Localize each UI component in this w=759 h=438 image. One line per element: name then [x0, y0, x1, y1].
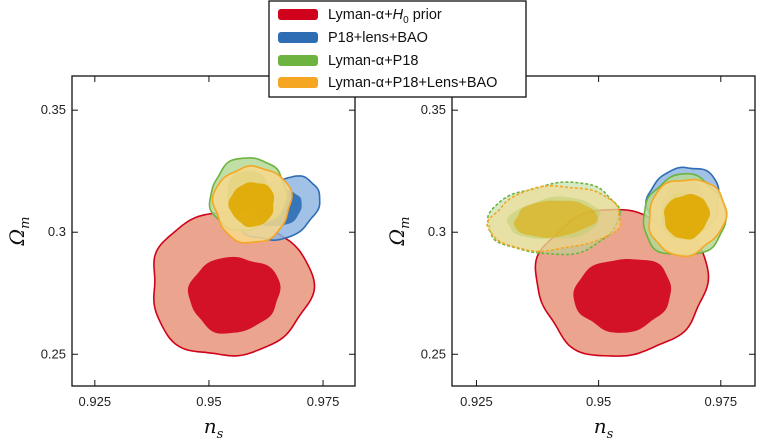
- legend-label-lya-p18: Lyman-α+P18: [328, 53, 418, 69]
- legend: Lyman-α+H0 prior P18+lens+BAO Lyman-α+P1…: [268, 0, 527, 98]
- x-tick-label: 0.925: [79, 394, 112, 409]
- y-axis-label: Ωm: [385, 217, 413, 247]
- contour-lya_p18_lens_bao-68: [664, 193, 711, 240]
- contour-series-lya_p18_lens_bao: [648, 178, 728, 258]
- legend-label-lya-h0: Lyman-α+H0 prior: [328, 7, 442, 26]
- legend-label-lya-p18-lens-bao: Lyman-α+P18+Lens+BAO: [328, 75, 497, 91]
- y-tick-label: 0.3: [48, 224, 66, 239]
- contour-lya_p18_lens_bao-68: [513, 200, 598, 239]
- contour-series-lya_p18_lens_bao: [211, 165, 293, 244]
- x-tick-label: 0.975: [307, 394, 340, 409]
- contour-series-lya_p18_lens_bao: [486, 184, 622, 253]
- y-tick-label: 0.35: [421, 102, 446, 117]
- contour-lya_h0-68: [187, 256, 281, 334]
- x-axis-label: ns: [204, 414, 224, 438]
- y-tick-label: 0.25: [421, 346, 446, 361]
- legend-swatch-lya-p18: [278, 55, 318, 66]
- contour-lya_h0-68: [573, 259, 672, 333]
- left-contours: [152, 157, 321, 357]
- right-panel: 0.925 0.95 0.975 0.25 0.3 0.35 ns Ωm: [385, 75, 756, 438]
- contour-series-lya_h0: [152, 210, 316, 357]
- left-panel: 0.925 0.95 0.975 0.25 0.3 0.35 ns Ωm: [5, 75, 356, 438]
- contour-lya_p18_lens_bao-68: [228, 182, 275, 228]
- legend-swatch-lya-p18-lens-bao: [278, 77, 318, 88]
- legend-swatch-lya-h0: [278, 9, 318, 20]
- right-axes-frame: [451, 75, 756, 387]
- legend-label-p18-lens-bao: P18+lens+BAO: [328, 30, 428, 46]
- legend-swatch-p18-lens-bao: [278, 32, 318, 43]
- x-axis-label: ns: [594, 414, 614, 438]
- y-axis-label: Ωm: [5, 217, 33, 247]
- right-contours: [486, 166, 728, 357]
- left-axes-frame: [71, 75, 356, 387]
- x-tick-label: 0.95: [196, 394, 221, 409]
- x-tick-label: 0.95: [586, 394, 611, 409]
- x-tick-label: 0.975: [705, 394, 738, 409]
- y-tick-label: 0.3: [428, 224, 446, 239]
- x-tick-label: 0.925: [460, 394, 493, 409]
- y-tick-label: 0.35: [41, 102, 66, 117]
- y-tick-label: 0.25: [41, 346, 66, 361]
